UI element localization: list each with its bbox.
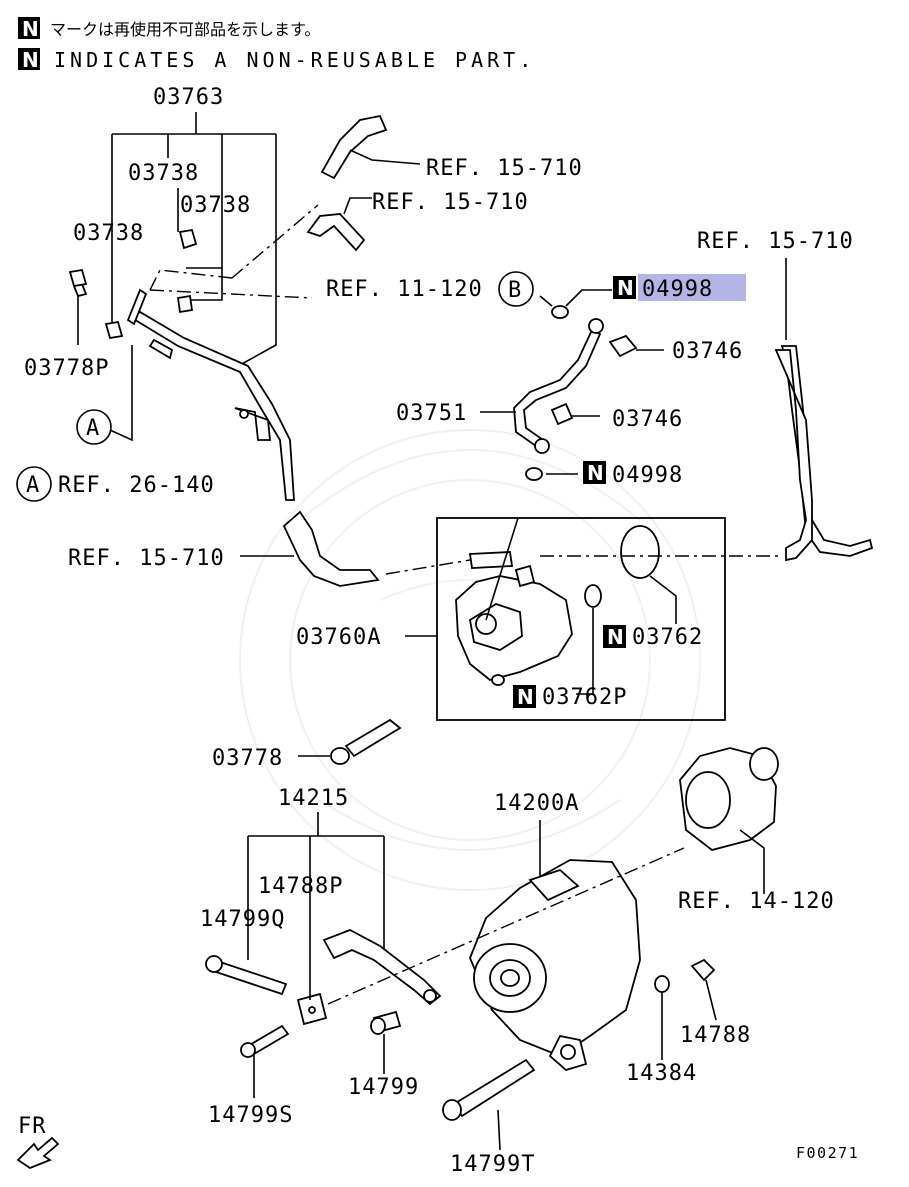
label-14788: 14788 [680,1023,751,1048]
label-ref-15-710-left: REF. 15-710 [68,546,225,571]
label-14788p: 14788P [258,874,343,899]
label-04998-b: 04998 [612,463,683,488]
header-english-note: INDICATES A NON-REUSABLE PART. [54,48,535,72]
thermostat-housing [679,747,779,894]
non-reusable-badge [603,625,626,648]
circle-marker-b [498,271,534,307]
label-ref-26-140: REF. 26-140 [58,473,215,498]
non-reusable-badge [18,48,40,70]
label-14799t: 14799T [450,1152,535,1177]
label-14799s: 14799S [208,1103,293,1128]
figure-code: F00271 [796,1144,859,1162]
non-reusable-badge [583,461,606,484]
leader-line-a [109,345,133,442]
header-symbol-2: N [22,48,39,72]
circle-marker-a [76,409,112,445]
n-badge-text: N [617,276,634,300]
label-03738-a: 03738 [128,161,199,186]
header-symbol-1: N [22,17,39,41]
label-03738-b: 03738 [180,193,251,218]
label-03746-b: 03746 [612,407,683,432]
n-badge-text: N [607,625,624,649]
label-03751: 03751 [396,401,467,426]
circle-marker-b-text: B [508,278,522,303]
label-03778p: 03778P [24,356,109,381]
label-03760a: 03760A [296,625,381,650]
label-ref-14-120: REF. 14-120 [678,889,835,914]
non-reusable-badge [18,17,40,39]
label-04998-highlighted[interactable]: 04998 [642,277,713,302]
label-03762p: 03762P [542,685,627,710]
vacuum-pump-box [405,517,726,721]
circle-marker-a-text: A [86,416,100,441]
n-badge-text: N [587,461,604,485]
hose-right [774,258,874,562]
label-03763: 03763 [153,85,224,110]
label-03746-a: 03746 [672,339,743,364]
label-ref-15-710-top1: REF. 15-710 [426,156,583,181]
non-reusable-badge [513,685,536,708]
label-14200a: 14200A [494,791,579,816]
circle-marker-a2-text: A [26,473,40,498]
centerline [385,555,780,575]
hose-left [240,510,380,587]
bolt-03778 [298,718,402,765]
label-14799: 14799 [348,1075,419,1100]
label-14215: 14215 [278,786,349,811]
highlight-04998[interactable] [638,274,746,301]
label-03762: 03762 [632,625,703,650]
header-japanese-note: マークは再使用不可部品を示します。 [50,20,320,39]
non-reusable-badge [613,276,636,299]
front-direction-arrow [16,1136,60,1170]
label-fr: FR [18,1114,47,1139]
label-14799q: 14799Q [200,907,285,932]
alternator [205,812,717,1151]
label-ref-15-710-right: REF. 15-710 [697,229,854,254]
circle-marker-a2 [16,466,52,502]
header-legend: N マークは再使用不可部品を示します。 N INDICATES A NON-RE… [18,17,535,72]
label-03778: 03778 [212,746,283,771]
pipe-assembly-left [68,112,319,501]
label-ref-15-710-top2: REF. 15-710 [372,190,529,215]
oil-pipe [480,289,664,481]
label-ref-11-120: REF. 11-120 [326,277,483,302]
label-03738-c: 03738 [73,221,144,246]
label-14384: 14384 [626,1061,697,1086]
n-badge-text: N [517,685,534,709]
hose-top [306,114,421,252]
